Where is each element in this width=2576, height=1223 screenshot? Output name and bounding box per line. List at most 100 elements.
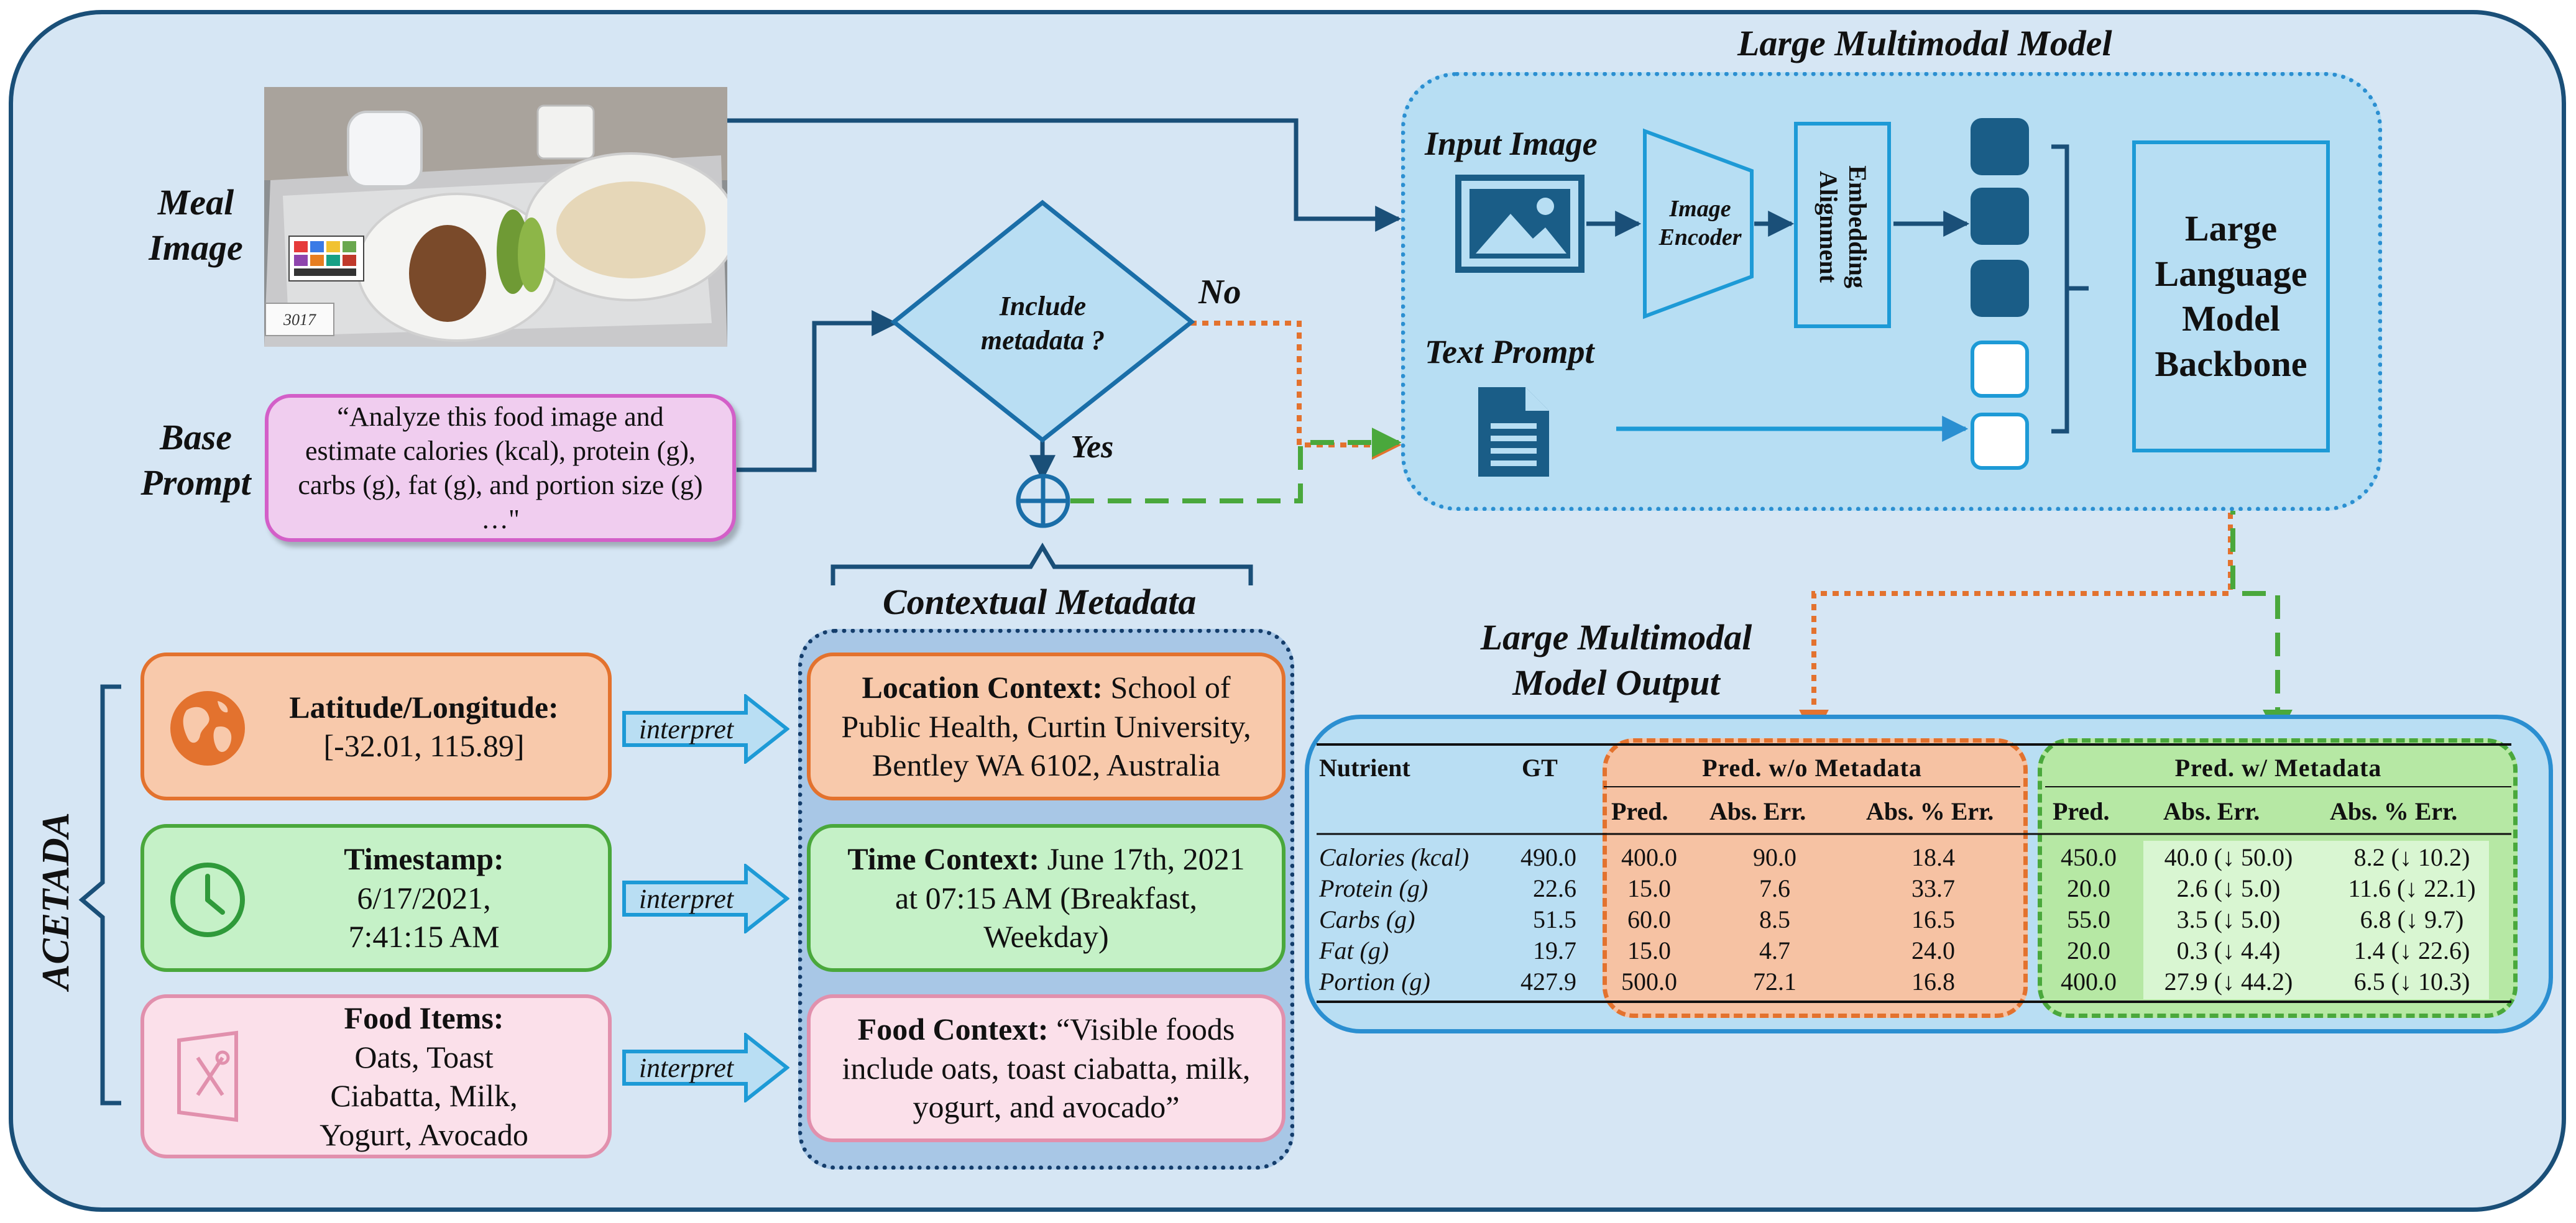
- document-icon: [1478, 387, 1549, 477]
- yes-path-connector: [1070, 428, 1402, 503]
- table-cell-w-pct: 11.6 (↓ 22.1): [2348, 874, 2476, 902]
- lmm-title: Large Multimodal Model: [1737, 23, 2112, 63]
- table-cell-w-pct: 6.5 (↓ 10.3): [2353, 968, 2470, 996]
- image-token: [1971, 260, 2029, 317]
- interpret-label: interpret: [638, 713, 734, 744]
- group-without-header: Pred. w/o Metadata: [1702, 754, 1922, 782]
- food-items-value: Oats, Toast Ciabatta, Milk, Yogurt, Avoc…: [320, 1039, 528, 1152]
- table-cell-w-err: 40.0 (↓ 50.0): [2164, 843, 2293, 871]
- base-prompt-label: Base Prompt: [140, 417, 251, 503]
- table-cell-nutrient: Portion (g): [1319, 968, 1430, 996]
- table-cell-wo-pred: 15.0: [1627, 937, 1671, 964]
- time-context-title: Time Context:: [847, 841, 1040, 877]
- table-cell-wo-err: 8.5: [1759, 905, 1790, 933]
- table-cell-w-pct: 6.8 (↓ 9.7): [2360, 905, 2464, 933]
- text-token: [1971, 413, 2029, 470]
- table-cell-gt: 51.5: [1533, 905, 1576, 933]
- table-cell-gt: 427.9: [1520, 968, 1576, 996]
- without-metadata-group: [1603, 738, 2028, 1018]
- group-with-header: Pred. w/ Metadata: [2174, 754, 2382, 782]
- llm-backbone-block: Large Language Model Backbone: [2132, 140, 2330, 452]
- merge-plus-icon: [1016, 474, 1070, 528]
- lmm-output-title: Large Multimodal Model Output: [1480, 617, 1752, 703]
- table-cell-w-pct: 1.4 (↓ 22.6): [2353, 937, 2470, 964]
- col-gt-header: GT: [1522, 754, 1558, 782]
- table-cell-nutrient: Calories (kcal): [1319, 843, 1470, 871]
- table-cell-w-err: 2.6 (↓ 5.0): [2176, 874, 2281, 902]
- location-context-box: Location Context: School of Public Healt…: [807, 653, 1286, 800]
- table-cell-nutrient: Carbs (g): [1319, 905, 1415, 933]
- input-image-label: Input Image: [1425, 125, 1598, 162]
- meal-image-label: Meal Image: [149, 182, 243, 268]
- food-context-box: Food Context: “Visible foods include oat…: [807, 994, 1286, 1142]
- table-cell-wo-pred: 15.0: [1627, 874, 1671, 902]
- lat-long-title: Latitude/Longitude:: [289, 689, 559, 725]
- table-cell-wo-pct: 16.5: [1911, 905, 1955, 933]
- sub-pred-header: Pred.: [2053, 797, 2110, 825]
- table-cell-nutrient: Fat (g): [1319, 937, 1389, 964]
- include-metadata-decision: [890, 199, 1195, 443]
- interpret-arrow-shape: [622, 864, 789, 933]
- output-without-metadata-connector: [1799, 454, 2233, 740]
- food-items-title: Food Items:: [344, 1001, 504, 1035]
- table-cell-wo-pred: 60.0: [1627, 905, 1671, 933]
- image-token: [1971, 188, 2029, 245]
- image-encoder-label: Image Encoder: [1658, 196, 1742, 250]
- contextual-metadata-title: Contextual Metadata: [883, 582, 1197, 622]
- image-encoder-block: [1643, 128, 1754, 319]
- table-cell-w-err: 0.3 (↓ 4.4): [2176, 937, 2281, 964]
- table-cell-w-pred: 400.0: [2061, 968, 2117, 996]
- embedding-alignment-block: [1794, 122, 1891, 328]
- base-prompt-box: “Analyze this food image and estimate ca…: [265, 394, 736, 542]
- table-cell-wo-err: 72.1: [1753, 968, 1796, 996]
- table-cell-wo-pred: 400.0: [1621, 843, 1677, 871]
- table-cell-w-pred: 20.0: [2067, 937, 2110, 964]
- with-metadata-error-highlight: [2143, 841, 2489, 999]
- table-cell-w-pred: 55.0: [2067, 905, 2110, 933]
- image-icon: [1455, 175, 1585, 273]
- no-path-connector: [1190, 321, 1402, 460]
- globe-icon: [170, 691, 245, 766]
- table-cell-wo-err: 7.6: [1759, 874, 1790, 902]
- sub-abs-err-header: Abs. Err.: [2163, 797, 2260, 825]
- sub-abs-pct-err-header: Abs. % Err.: [2330, 797, 2458, 825]
- table-cell-w-err: 3.5 (↓ 5.0): [2176, 905, 2281, 933]
- sub-pred-header: Pred.: [1611, 797, 1668, 825]
- acetada-brace: [78, 684, 121, 1106]
- no-label: No: [1198, 273, 1241, 311]
- table-cell-wo-pct: 18.4: [1911, 843, 1955, 871]
- meal-photo-illustration: 3017: [264, 87, 727, 347]
- include-metadata-text: Include metadata ?: [980, 291, 1105, 355]
- table-cell-w-pct: 8.2 (↓ 10.2): [2353, 843, 2470, 871]
- menu-icon: [177, 1030, 238, 1122]
- food-context-text: “Visible foods include oats, toast ciaba…: [842, 1012, 1251, 1125]
- table-cell-wo-pct: 33.7: [1911, 874, 1955, 902]
- col-nutrient-header: Nutrient: [1319, 754, 1410, 782]
- lat-long-box: Latitude/Longitude: [-32.01, 115.89]: [140, 653, 612, 800]
- meal-image: 3017: [264, 87, 727, 347]
- food-context-title: Food Context:: [857, 1012, 1049, 1047]
- table-cell-w-err: 27.9 (↓ 44.2): [2164, 968, 2293, 996]
- table-cell-wo-err: 4.7: [1759, 937, 1790, 964]
- tray-number-label: 3017: [283, 311, 316, 329]
- interpret-arrow-shape: [622, 694, 789, 764]
- base-prompt-text: “Analyze this food image and estimate ca…: [298, 401, 703, 534]
- table-cell-gt: 490.0: [1520, 843, 1576, 871]
- text-prompt-label: Text Prompt: [1425, 333, 1594, 370]
- table-cell-gt: 22.6: [1533, 874, 1576, 902]
- table-cell-nutrient: Protein (g): [1319, 874, 1428, 902]
- lat-long-value: [-32.01, 115.89]: [323, 728, 525, 763]
- table-cell-wo-pred: 500.0: [1621, 968, 1677, 996]
- time-context-box: Time Context: June 17th, 2021 at 07:15 A…: [807, 824, 1286, 972]
- table-cell-wo-pct: 24.0: [1911, 937, 1955, 964]
- table-cell-wo-pct: 16.8: [1911, 968, 1955, 996]
- food-items-box: Food Items: Oats, Toast Ciabatta, Milk, …: [140, 994, 612, 1158]
- timestamp-box: Timestamp: 6/17/2021, 7:41:15 AM: [140, 824, 612, 972]
- location-context-title: Location Context:: [862, 670, 1103, 705]
- interpret-arrow-shape: [622, 1033, 789, 1102]
- interpret-arrow-time: interpret: [622, 864, 789, 933]
- image-token: [1971, 118, 2029, 175]
